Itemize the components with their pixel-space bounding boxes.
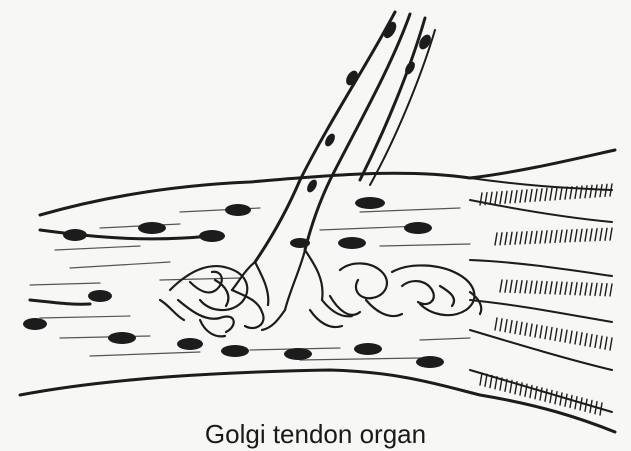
fibroblast-nuclei	[23, 197, 444, 368]
striation-band	[495, 228, 612, 245]
nerve-ending-cluster-left	[160, 266, 264, 336]
striation-band	[495, 318, 612, 350]
nerve-ending-cluster-right	[310, 263, 481, 327]
nerve-terminal-branches	[232, 250, 352, 330]
muscle-fiber-striations	[480, 184, 612, 415]
figure-caption: Golgi tendon organ	[205, 419, 426, 449]
striation-band	[500, 280, 612, 296]
